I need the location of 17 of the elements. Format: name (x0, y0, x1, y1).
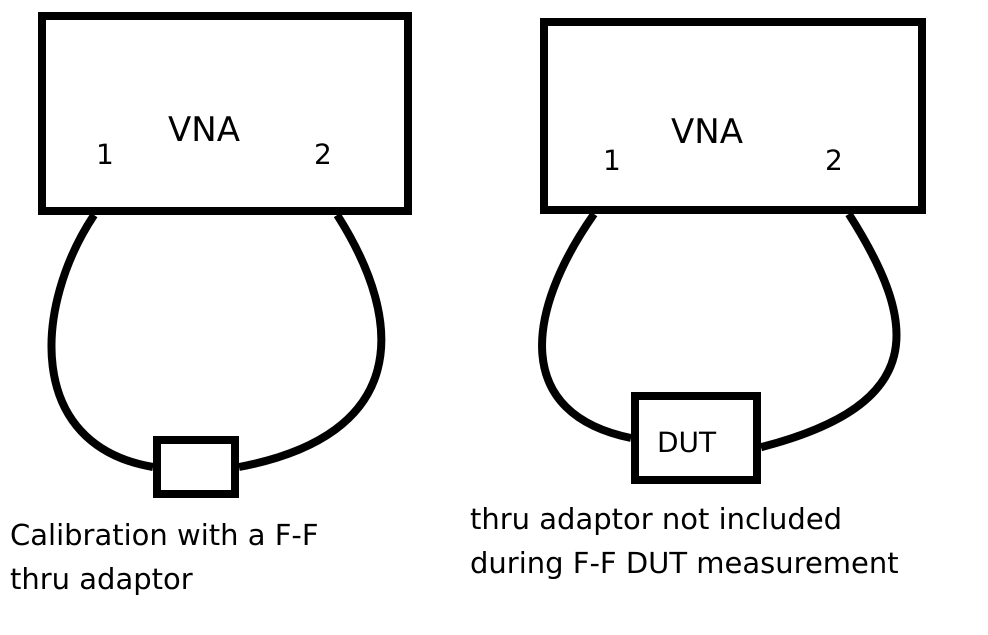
instrument-box (540, 18, 926, 214)
port-number: 1 (603, 144, 621, 177)
instrument-label: VNA (671, 112, 743, 152)
cable-line (48, 212, 154, 471)
port-number: 2 (314, 138, 332, 171)
cable-line (538, 212, 632, 442)
cable-line (238, 212, 386, 471)
caption: Calibration with a F-F thru adaptor (10, 517, 320, 598)
caption: thru adaptor not included during F-F DUT measurement (470, 501, 900, 582)
device-box (631, 392, 761, 484)
instrument-box (38, 12, 412, 215)
adaptor-box (153, 436, 239, 498)
port-number: 2 (825, 144, 843, 177)
cable-line (760, 212, 900, 452)
instrument-label: VNA (168, 110, 240, 150)
port-number: 1 (96, 138, 114, 171)
device-label: DUT (657, 426, 716, 459)
